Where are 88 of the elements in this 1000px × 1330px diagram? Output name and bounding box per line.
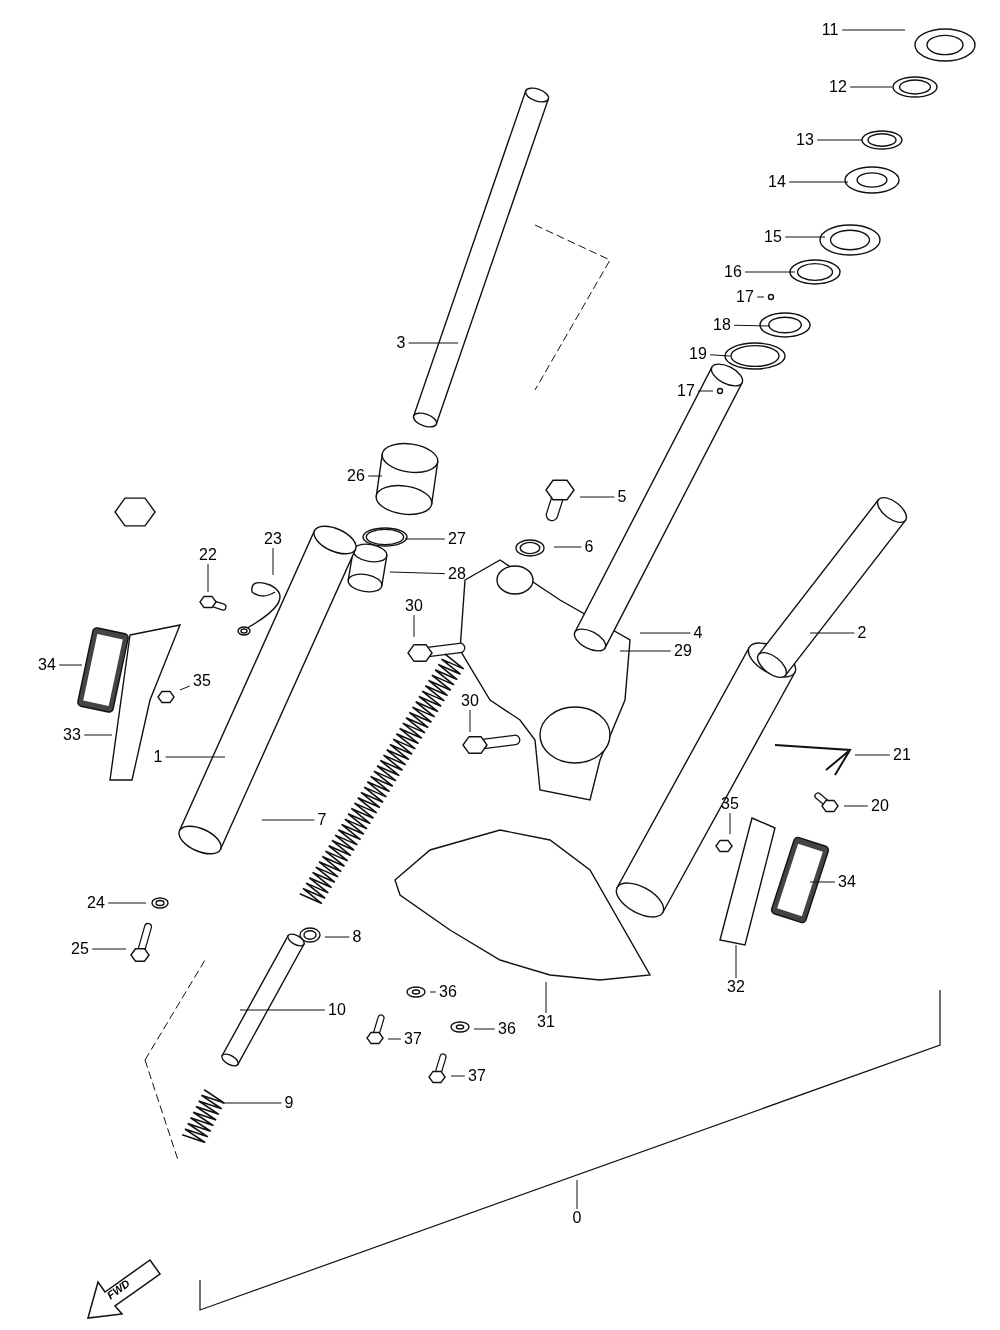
callout-number: 12 (829, 79, 847, 95)
callout-number: 3 (396, 335, 406, 351)
leader-line (107, 902, 147, 904)
leader-line (221, 1102, 282, 1104)
callout-number: 0 (572, 1210, 582, 1226)
leader-line (841, 29, 906, 31)
leader-line (473, 1028, 496, 1030)
leader-line (843, 805, 869, 807)
callout-number: 13 (796, 132, 814, 148)
leader-line (272, 547, 274, 576)
callout-number: 15 (764, 229, 782, 245)
callout-number: 19 (689, 346, 707, 362)
leader-line (733, 324, 771, 327)
leader-line (788, 181, 849, 183)
leader-line (83, 734, 113, 736)
leader-line (809, 881, 836, 883)
callout-number: 14 (768, 174, 786, 190)
callout-number: 18 (713, 317, 731, 333)
leader-line (469, 709, 471, 733)
callout-number: 16 (724, 264, 742, 280)
leader-line (58, 664, 83, 666)
callout-number: 36 (498, 1021, 516, 1037)
callout-number: 5 (617, 489, 627, 505)
leader-line (854, 754, 891, 756)
leader-line (408, 342, 459, 344)
leader-line (545, 981, 547, 1014)
callout-number: 22 (199, 547, 217, 563)
leader-line (744, 271, 796, 273)
leader-line (367, 475, 383, 477)
callout-number: 27 (448, 531, 466, 547)
callout-number: 26 (347, 468, 365, 484)
callout-number: 8 (352, 929, 362, 945)
callout-number: 32 (727, 979, 745, 995)
leader-line (784, 236, 826, 238)
callout-number: 11 (821, 22, 839, 38)
leader-line (207, 563, 209, 593)
leader-line (179, 685, 191, 691)
callout-number: 34 (38, 657, 56, 673)
leader-line (165, 756, 226, 758)
callout-number: 33 (63, 727, 81, 743)
leader-line (324, 936, 350, 938)
callout-number: 37 (468, 1068, 486, 1084)
leader-line (816, 139, 863, 141)
callout-number: 37 (404, 1031, 422, 1047)
leader-line (413, 614, 415, 638)
leader-line (809, 632, 855, 634)
leader-line (619, 650, 672, 652)
leader-line (729, 812, 731, 835)
callout-number: 2 (857, 625, 867, 641)
leader-line (429, 991, 437, 993)
leader-line (91, 948, 127, 950)
callout-number: 30 (405, 598, 423, 614)
callout-number: 17 (736, 289, 754, 305)
leader-line (735, 944, 737, 979)
leader-line (756, 296, 765, 298)
leader-line (709, 354, 731, 357)
leader-line (639, 632, 691, 634)
leader-line (576, 1179, 578, 1210)
callout-number: 25 (71, 941, 89, 957)
callout-number: 1 (153, 749, 163, 765)
callout-number: 35 (721, 796, 739, 812)
callout-number: 29 (674, 643, 692, 659)
callout-number: 20 (871, 798, 889, 814)
callout-number: 23 (264, 531, 282, 547)
leader-line (387, 1038, 402, 1040)
callout-number: 30 (461, 693, 479, 709)
callout-number: 34 (838, 874, 856, 890)
callout-number: 35 (193, 673, 211, 689)
callout-number: 7 (317, 812, 327, 828)
leader-line (450, 1075, 466, 1077)
leader-line (579, 496, 615, 498)
leader-line (239, 1009, 326, 1011)
leader-line (849, 86, 893, 88)
callout-number: 24 (87, 895, 105, 911)
leader-line (404, 538, 446, 540)
callout-number: 4 (693, 625, 703, 641)
leader-line (389, 571, 446, 575)
leader-line (553, 546, 582, 548)
callout-number: 17 (677, 383, 695, 399)
leader-line (261, 819, 315, 821)
callout-number: 6 (584, 539, 594, 555)
callout-number: 10 (328, 1002, 346, 1018)
callout-number: 36 (439, 984, 457, 1000)
callout-number: 9 (284, 1095, 294, 1111)
callout-number: 31 (537, 1014, 555, 1030)
leader-line (697, 390, 714, 392)
callout-number: 28 (448, 566, 466, 582)
callout-number: 21 (893, 747, 911, 763)
